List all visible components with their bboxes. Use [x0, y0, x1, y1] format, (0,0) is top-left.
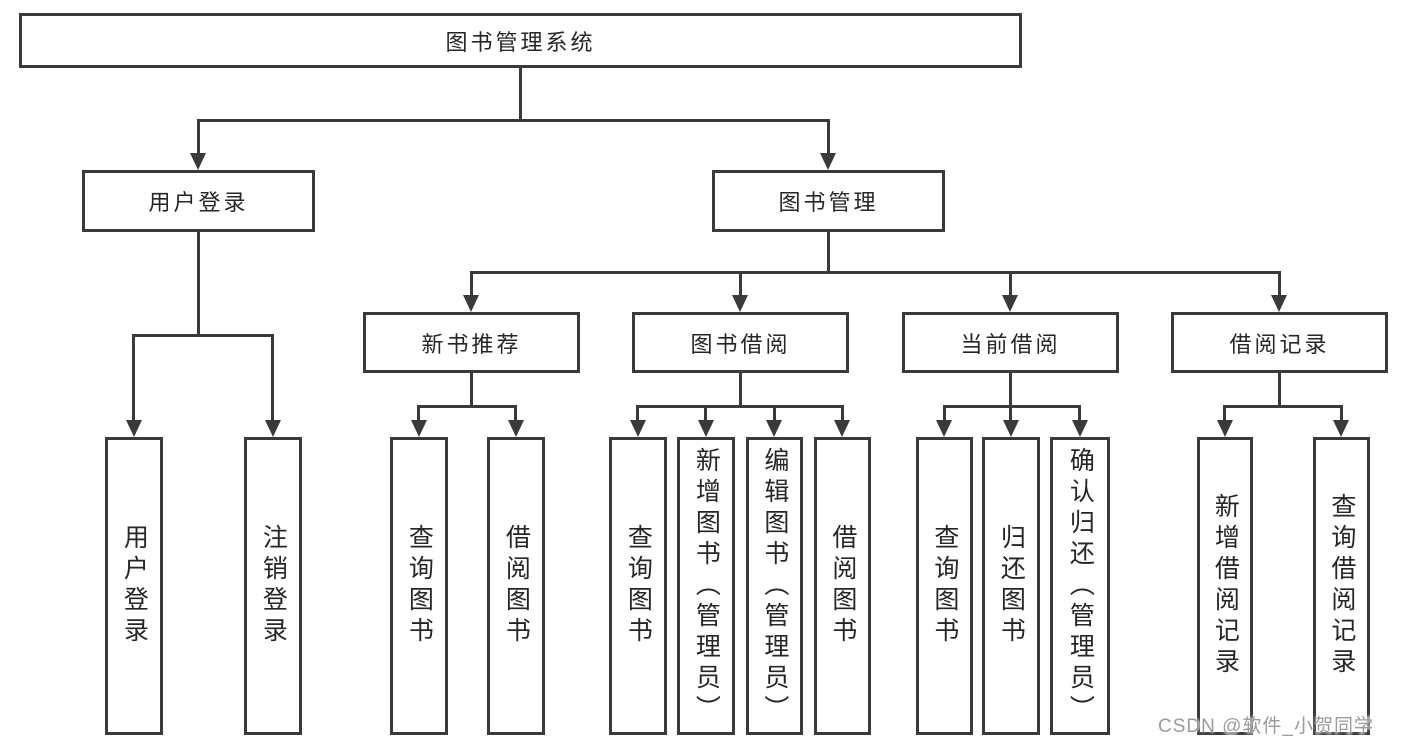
arrowhead-user-login: [190, 153, 206, 170]
node-user-login: 用户登录: [82, 170, 315, 232]
connector-new-book-rail: [417, 405, 517, 408]
connector-user-login-stem: [197, 232, 200, 337]
leaf-borrow-edit-admin-label: 编辑图书（管理员）: [760, 446, 789, 726]
connector-borrow-record-stem: [1278, 373, 1281, 408]
leaf-current-query-label: 查询图书: [930, 524, 959, 648]
arrowhead-new-book: [463, 295, 479, 312]
node-book-management-label: 图书管理: [778, 190, 879, 215]
node-borrow-record-label: 借阅记录: [1229, 331, 1330, 357]
node-current-borrow-label: 当前借阅: [960, 331, 1061, 357]
arrowhead-c4: [834, 420, 850, 437]
arrowhead-c2: [698, 420, 714, 437]
arrowhead-current-borrow: [1002, 295, 1018, 312]
node-user-login-label: 用户登录: [148, 190, 249, 215]
leaf-borrow-add-admin-label: 新增图书（管理员）: [692, 446, 721, 726]
connector-new-book-stem: [470, 373, 473, 408]
connector-drop-d1: [943, 407, 946, 422]
arrowhead-d2: [1003, 420, 1019, 437]
leaf-user-login: 用户登录: [105, 437, 163, 735]
node-root: 图书管理系统: [19, 13, 1022, 68]
leaf-borrow-book: 借阅图书: [814, 437, 871, 735]
leaf-return-book-label: 归还图书: [997, 524, 1026, 648]
leaf-borrow-query-label: 查询图书: [624, 524, 653, 648]
node-book-borrow: 图书借阅: [632, 312, 849, 373]
connector-drop-b1: [417, 407, 420, 422]
arrowhead-leaf-login: [126, 420, 142, 437]
connector-level3-rail: [470, 271, 1281, 274]
connector-drop-current-borrow: [1009, 273, 1012, 298]
connector-borrow-record-rail: [1223, 405, 1343, 408]
connector-drop-e2: [1340, 407, 1343, 422]
leaf-user-login-label: 用户登录: [120, 524, 149, 648]
connector-drop-b2: [514, 407, 517, 422]
leaf-newbook-query: 查询图书: [390, 437, 448, 735]
arrowhead-leaf-logout: [265, 420, 281, 437]
node-borrow-record: 借阅记录: [1171, 312, 1388, 373]
leaf-borrow-add-admin: 新增图书（管理员）: [677, 437, 735, 735]
leaf-borrow-query: 查询图书: [609, 437, 667, 735]
node-root-label: 图书管理系统: [445, 29, 596, 55]
arrowhead-book-management: [820, 153, 836, 170]
leaf-logout-label: 注销登录: [259, 524, 288, 648]
leaf-newbook-query-label: 查询图书: [405, 524, 434, 648]
arrowhead-book-borrow: [732, 295, 748, 312]
connector-drop-leaf-login: [132, 336, 135, 422]
leaf-newbook-borrow: 借阅图书: [487, 437, 545, 735]
connector-user-login-rail: [132, 334, 274, 337]
arrowhead-e1: [1217, 420, 1233, 437]
connector-drop-c3: [773, 407, 776, 422]
arrowhead-e2: [1333, 420, 1349, 437]
connector-current-borrow-stem: [1009, 373, 1012, 408]
connector-current-borrow-rail: [943, 405, 1081, 408]
connector-level2-rail: [197, 119, 830, 122]
arrowhead-b1: [411, 420, 427, 437]
node-book-management: 图书管理: [712, 170, 945, 232]
arrowhead-c1: [630, 420, 646, 437]
connector-book-borrow-rail: [636, 405, 844, 408]
leaf-confirm-return-admin: 确认归还（管理员）: [1050, 437, 1110, 735]
connector-drop-book-borrow: [739, 273, 742, 298]
arrowhead-c3: [766, 420, 782, 437]
connector-drop-borrow-record: [1278, 273, 1281, 298]
leaf-return-book: 归还图书: [982, 437, 1040, 735]
connector-drop-d2: [1009, 407, 1012, 422]
connector-drop-d3: [1078, 407, 1081, 422]
connector-drop-new-book: [470, 273, 473, 298]
node-current-borrow: 当前借阅: [902, 312, 1119, 373]
connector-book-management-stem: [827, 232, 830, 273]
connector-drop-user-login: [197, 119, 200, 155]
node-book-borrow-label: 图书借阅: [690, 331, 791, 357]
connector-drop-leaf-logout: [271, 336, 274, 422]
leaf-borrow-edit-admin: 编辑图书（管理员）: [746, 437, 803, 735]
leaf-record-query-label: 查询借阅记录: [1327, 493, 1356, 679]
leaf-logout: 注销登录: [244, 437, 302, 735]
leaf-record-add: 新增借阅记录: [1197, 437, 1253, 735]
leaf-confirm-return-admin-label: 确认归还（管理员）: [1066, 446, 1095, 726]
connector-drop-c1: [636, 407, 639, 422]
arrowhead-b2: [508, 420, 524, 437]
leaf-record-query: 查询借阅记录: [1313, 437, 1370, 735]
connector-drop-book-management: [827, 119, 830, 155]
connector-drop-c4: [841, 407, 844, 422]
node-new-book-recommend-label: 新书推荐: [421, 331, 522, 357]
leaf-borrow-book-label: 借阅图书: [828, 524, 857, 648]
connector-drop-c2: [704, 407, 707, 422]
connector-root-stem: [519, 68, 522, 121]
arrowhead-d3: [1072, 420, 1088, 437]
leaf-newbook-borrow-label: 借阅图书: [502, 524, 531, 648]
leaf-current-query: 查询图书: [916, 437, 973, 735]
connector-book-borrow-stem: [739, 373, 742, 408]
leaf-record-add-label: 新增借阅记录: [1211, 493, 1240, 679]
arrowhead-d1: [936, 420, 952, 437]
node-new-book-recommend: 新书推荐: [363, 312, 580, 373]
connector-drop-e1: [1223, 407, 1226, 422]
arrowhead-borrow-record: [1271, 295, 1287, 312]
